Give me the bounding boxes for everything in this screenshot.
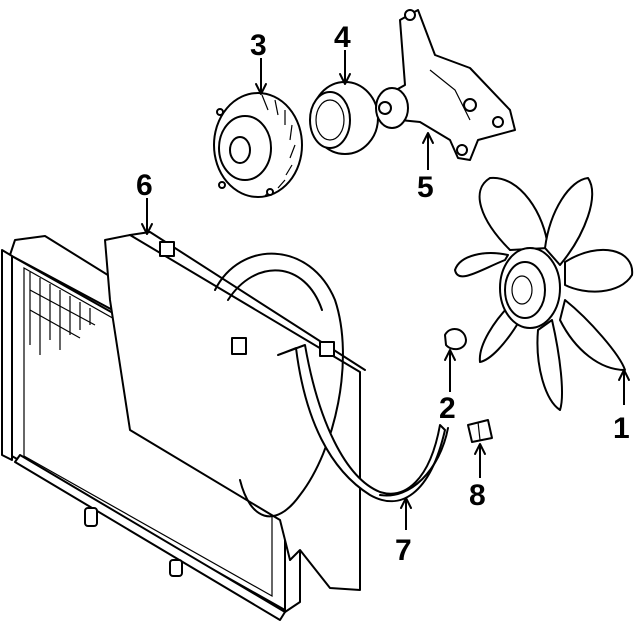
callout-3: 3 [250,29,267,62]
callout-8: 8 [469,479,486,512]
leader-lines [141,50,630,530]
callout-7: 7 [395,534,412,567]
fan-shroud [104,231,366,591]
lower-shroud [277,344,449,503]
callout-labels: 3 4 5 6 1 2 8 7 [136,21,630,567]
callout-6: 6 [136,169,153,202]
retainer-clip [467,419,493,443]
callout-1: 1 [613,412,630,445]
clip [444,328,467,351]
callout-2: 2 [439,392,456,425]
fan-clutch [213,92,303,198]
fan-bracket [375,9,516,161]
callout-4: 4 [334,21,351,54]
pulley [309,81,379,155]
callout-5: 5 [417,171,434,204]
fan-blade [454,176,634,411]
